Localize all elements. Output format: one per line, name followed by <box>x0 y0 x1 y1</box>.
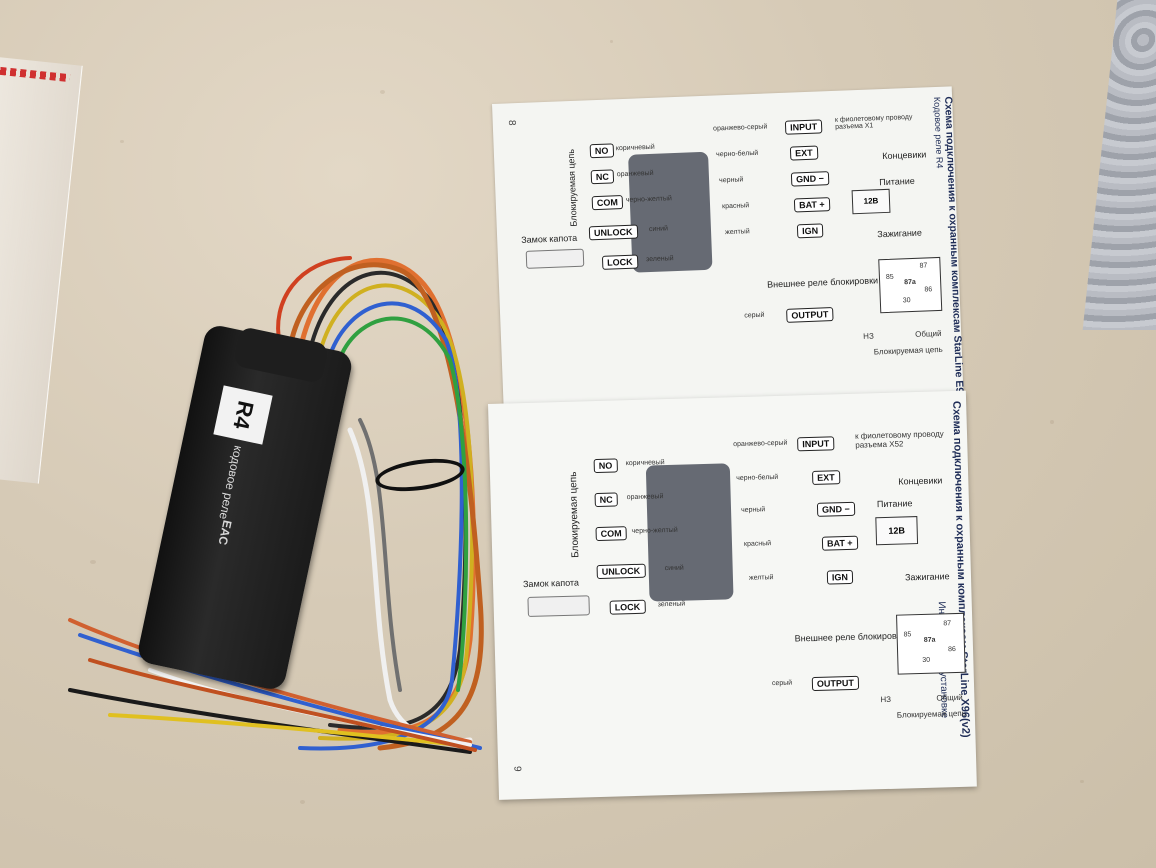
relay-model-label: R4 <box>213 385 273 445</box>
